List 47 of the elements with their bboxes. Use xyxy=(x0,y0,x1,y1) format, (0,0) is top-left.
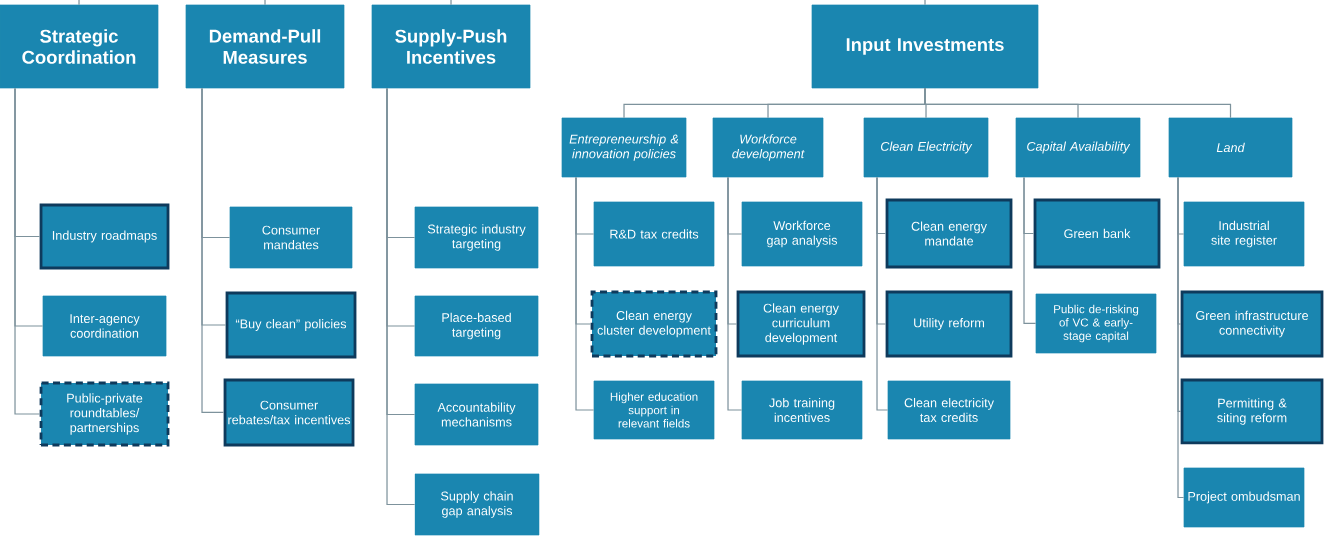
policy-box: Clean energy cluster development xyxy=(590,290,718,358)
connector-line xyxy=(1177,176,1185,499)
connector-line xyxy=(924,0,926,6)
category-header: Supply-Push Incentives xyxy=(371,4,531,89)
policy-box: Clean energy curriculum development xyxy=(736,290,866,358)
policy-box: Consumer mandates xyxy=(229,206,353,269)
subcategory-box: Land xyxy=(1168,117,1293,178)
policy-box: Industry roadmaps xyxy=(39,203,170,270)
connector-line xyxy=(386,87,416,506)
policy-box: Permitting & siting reform xyxy=(1180,378,1324,445)
connector-line xyxy=(924,87,1232,119)
subcategory-box: Clean Electricity xyxy=(863,117,989,178)
connector-line xyxy=(450,0,452,6)
connector-line xyxy=(14,87,41,415)
subcategory-box: Workforce development xyxy=(712,117,824,178)
connector-line xyxy=(727,176,743,411)
policy-box: Project ombudsman xyxy=(1183,467,1305,528)
connector-line xyxy=(201,87,225,414)
category-header: Strategic Coordination xyxy=(0,4,159,89)
policy-box: Public-private roundtables/ partnerships xyxy=(39,381,170,447)
connector-line xyxy=(1023,176,1037,325)
subcategory-box: Entrepreneurship & innovation policies xyxy=(561,117,687,178)
policy-box: “Buy clean” policies xyxy=(225,291,357,359)
connector-line xyxy=(876,176,889,411)
policy-box: Green infrastructure connectivity xyxy=(1180,290,1324,358)
category-header: Demand-Pull Measures xyxy=(185,4,345,89)
policy-box: R&D tax credits xyxy=(593,201,715,267)
policy-box: Inter-agency coordination xyxy=(42,295,167,357)
policy-box: Clean energy mandate xyxy=(885,198,1013,269)
policy-box: Green bank xyxy=(1033,198,1161,269)
policy-box: Clean electricity tax credits xyxy=(887,380,1011,440)
policy-box: Utility reform xyxy=(885,290,1013,358)
policy-box: Place-based targeting xyxy=(414,295,539,357)
policy-box: Consumer rebates/tax incentives xyxy=(223,378,355,447)
category-header: Input Investments xyxy=(811,4,1039,89)
connector-line xyxy=(575,176,595,411)
connector-line xyxy=(78,0,80,6)
policy-box: Supply chain gap analysis xyxy=(414,473,540,536)
subcategory-box: Capital Availability xyxy=(1015,117,1141,178)
policy-box: Strategic industry targeting xyxy=(414,206,539,269)
policy-box: Workforce gap analysis xyxy=(741,201,863,267)
policy-box: Accountability mechanisms xyxy=(414,383,539,446)
policy-box: Industrial site register xyxy=(1183,201,1305,267)
policy-box: Higher education support in relevant fields xyxy=(593,380,715,440)
policy-box: Public de-risking of VC & early-stage capital xyxy=(1035,293,1157,354)
policy-box: Job training incentives xyxy=(741,380,863,440)
connector-line xyxy=(264,0,266,6)
